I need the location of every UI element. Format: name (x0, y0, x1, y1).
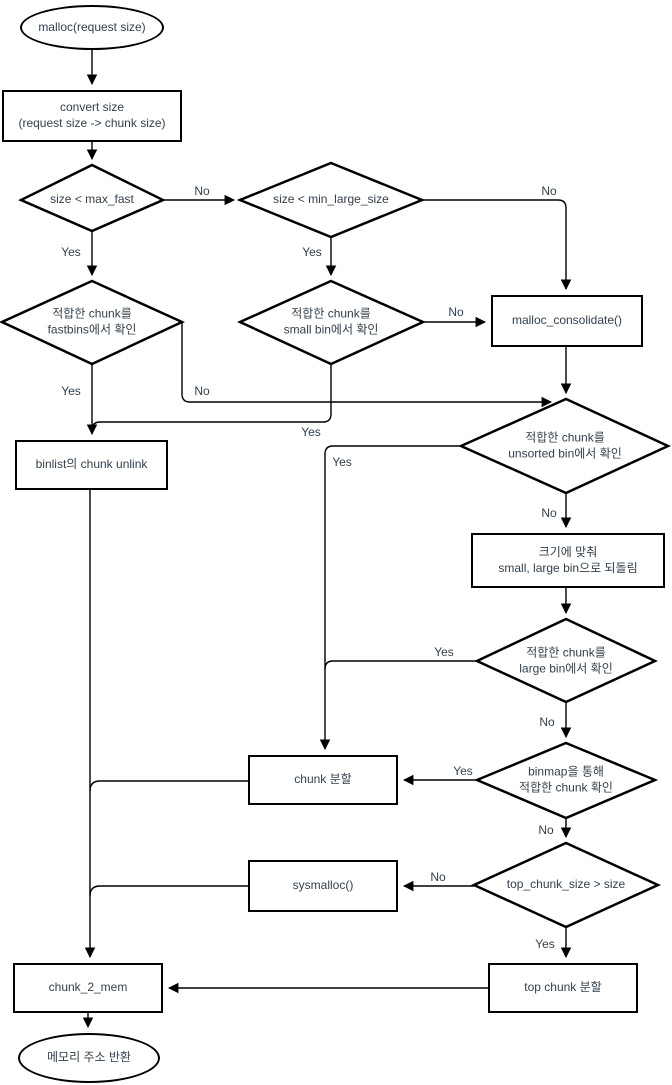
edge-label-fastbins-yes: Yes (59, 384, 83, 398)
decision-large-bin (474, 617, 658, 704)
node-convert-size-label: convert size (request size -> chunk size… (18, 100, 166, 130)
decision-unsorted-bin (457, 397, 671, 495)
edge-unsorted-yes-to-chunksplit (319, 445, 461, 751)
decision-size-min-large (236, 161, 426, 239)
node-chunk-2-mem: chunk_2_mem (13, 963, 163, 1013)
node-top-chunk-split: top chunk 분할 (488, 963, 638, 1013)
node-start: malloc(request size) (20, 5, 164, 50)
decision-small-bin (236, 279, 427, 366)
edge-label-smallbin-no: No (446, 305, 466, 319)
node-binlist-unlink-label: binlist의 chunk unlink (35, 457, 148, 472)
edge-label-unsorted-yes: Yes (330, 455, 354, 469)
edge-label-binmap-no: No (536, 823, 556, 837)
edge-fastbins-no-to-unsorted (181, 322, 553, 408)
node-end-label: 메모리 주소 반환 (47, 1050, 131, 1065)
edge-label-maxfast-yes: Yes (59, 245, 83, 259)
node-malloc-consolidate: malloc_consolidate() (491, 295, 643, 347)
node-return-to-bins: 크기에 맞춰 small, large bin으로 되돌림 (471, 533, 665, 588)
node-sysmalloc-label: sysmalloc() (292, 878, 354, 893)
edge-label-topchunk-yes: Yes (533, 937, 557, 951)
node-start-label: malloc(request size) (38, 19, 146, 34)
decision-binmap (473, 741, 659, 820)
node-top-chunk-split-label: top chunk 분할 (524, 980, 602, 995)
edge-label-largebin-yes: Yes (432, 645, 456, 659)
edge-label-fastbins-no: No (192, 384, 212, 398)
node-return-to-bins-label: 크기에 맞춰 small, large bin으로 되돌림 (498, 544, 638, 575)
node-malloc-consolidate-label: malloc_consolidate() (511, 313, 623, 328)
edge-label-maxfast-no: No (192, 184, 212, 198)
edge-label-binmap-yes: Yes (451, 764, 475, 778)
edge-label-minlarge-no: No (539, 184, 559, 198)
node-chunk-split: chunk 분할 (248, 755, 398, 805)
node-chunk-2-mem-label: chunk_2_mem (48, 980, 128, 995)
edge-sysmalloc-out-merge (89, 885, 248, 897)
decision-fastbins (0, 279, 185, 366)
edge-label-smallbin-yes: Yes (299, 425, 323, 439)
edge-chunksplit-out-merge (89, 780, 248, 792)
node-sysmalloc: sysmalloc() (248, 860, 398, 912)
node-chunk-split-label: chunk 분할 (294, 772, 352, 787)
node-convert-size: convert size (request size -> chunk size… (2, 90, 182, 142)
edge-label-minlarge-yes: Yes (300, 245, 324, 259)
edge-label-largebin-no: No (537, 715, 557, 729)
node-end: 메모리 주소 반환 (18, 1033, 160, 1083)
edge-minlarge-no-to-consolidate (422, 199, 572, 291)
edge-label-topchunk-no: No (428, 870, 448, 884)
decision-size-max-fast (18, 163, 166, 233)
edge-label-unsorted-no: No (539, 506, 559, 520)
decision-top-chunk-size (470, 841, 662, 929)
edge-largebin-yes-merge (324, 660, 477, 670)
node-binlist-unlink: binlist의 chunk unlink (15, 440, 168, 490)
